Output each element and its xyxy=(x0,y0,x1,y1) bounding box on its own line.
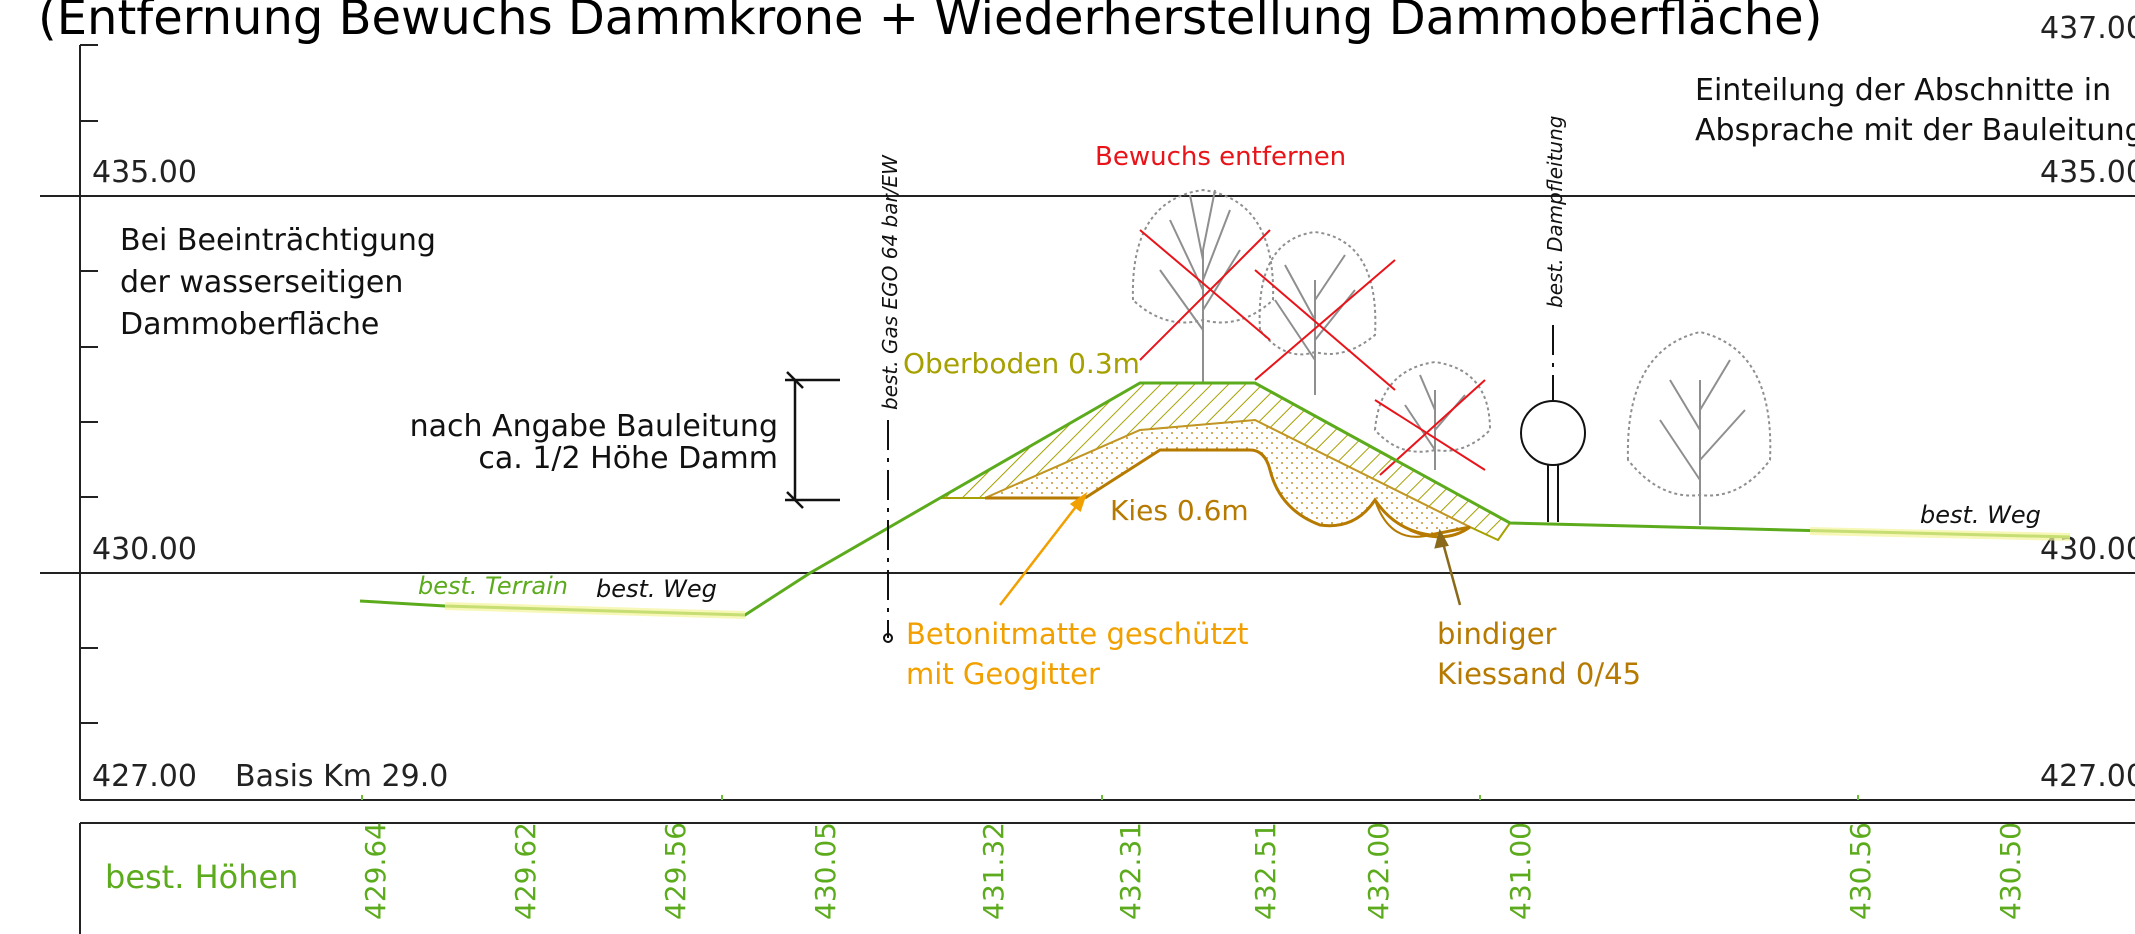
bindiger-label-line1: bindiger xyxy=(1437,617,1557,651)
tree-4 xyxy=(1626,330,1772,525)
bindiger-kiessand xyxy=(1084,448,1471,539)
kies-lower-bowl xyxy=(1374,499,1431,538)
tree-1 xyxy=(1131,188,1275,382)
kies-label: Kies 0.6m xyxy=(1110,494,1249,527)
impair-note-line2: der wasserseitigen xyxy=(120,265,403,300)
removal-marks xyxy=(1139,229,1486,476)
height-value: 430.05 xyxy=(809,822,842,920)
height-note-line2: ca. 1/2 Höhe Damm xyxy=(478,441,778,476)
height-value: 429.64 xyxy=(359,822,392,920)
table-header: best. Höhen xyxy=(105,858,298,896)
bindiger-leader xyxy=(1434,528,1462,606)
betonit-label-line1: Betonitmatte geschützt xyxy=(906,617,1249,651)
tree-3 xyxy=(1373,360,1492,470)
height-value: 432.31 xyxy=(1114,822,1147,920)
elevation-435-right: 435.00 xyxy=(2040,155,2135,190)
elevation-435-left: 435.00 xyxy=(92,155,197,190)
gas-label: best. Gas EGO 64 bar/EW xyxy=(878,154,902,410)
impair-note-line1: Bei Beeinträchtigung xyxy=(120,223,436,258)
elevation-430-left: 430.00 xyxy=(92,532,197,567)
heights-table: best. Höhen 429.64 429.62 429.56 430.05 431.… xyxy=(79,822,2135,934)
sections-note-line1: Einteilung der Abschnitte in xyxy=(1695,73,2111,108)
height-value: 429.62 xyxy=(509,822,542,920)
weg-right-label: best. Weg xyxy=(1920,501,2041,529)
trees xyxy=(1131,188,1772,525)
sections-note-line2: Absprache mit der Bauleitung xyxy=(1695,113,2135,148)
gas-pipe-marker xyxy=(883,420,893,643)
bindiger-label-line2: Kiessand 0/45 xyxy=(1437,657,1641,691)
steam-pipe-marker xyxy=(1520,325,1586,522)
elevation-427-left: 427.00 xyxy=(92,759,197,794)
vertical-axis xyxy=(79,44,98,800)
drawing-title: (Entfernung Bewuchs Dammkrone + Wiederhe… xyxy=(38,0,1822,46)
weg-left-label: best. Weg xyxy=(596,575,717,603)
impair-note-line3: Dammoberfläche xyxy=(120,307,379,342)
bewuchs-label: Bewuchs entfernen xyxy=(1095,142,1346,172)
height-note-line1: nach Angabe Bauleitung xyxy=(410,409,778,444)
dampf-label: best. Dampfleitung xyxy=(1543,116,1567,308)
height-values: 429.64 429.62 429.56 430.05 431.32 432.31 432.… xyxy=(359,822,2027,920)
betonit-leader xyxy=(999,491,1088,606)
elevation-427-right: 427.00 xyxy=(2040,759,2135,794)
basis-label: Basis Km 29.0 xyxy=(235,759,448,794)
height-value: 432.00 xyxy=(1362,822,1395,920)
oberboden-label: Oberboden 0.3m xyxy=(903,347,1140,380)
weg-right-highlight xyxy=(1809,527,2071,541)
height-value: 431.32 xyxy=(977,822,1010,920)
baseline-ticks xyxy=(361,795,1859,800)
height-value: 431.00 xyxy=(1504,822,1537,920)
height-value: 432.51 xyxy=(1249,822,1282,920)
tree-2 xyxy=(1258,230,1377,395)
elevation-437-right: 437.00 xyxy=(2040,11,2135,46)
height-value: 430.50 xyxy=(1994,822,2027,920)
height-value: 429.56 xyxy=(659,822,692,920)
betonit-label-line2: mit Geogitter xyxy=(906,657,1100,691)
height-dimension xyxy=(785,371,840,509)
weg-left-highlight xyxy=(444,602,746,619)
height-value: 430.56 xyxy=(1844,822,1877,920)
terrain-label: best. Terrain xyxy=(418,572,568,600)
